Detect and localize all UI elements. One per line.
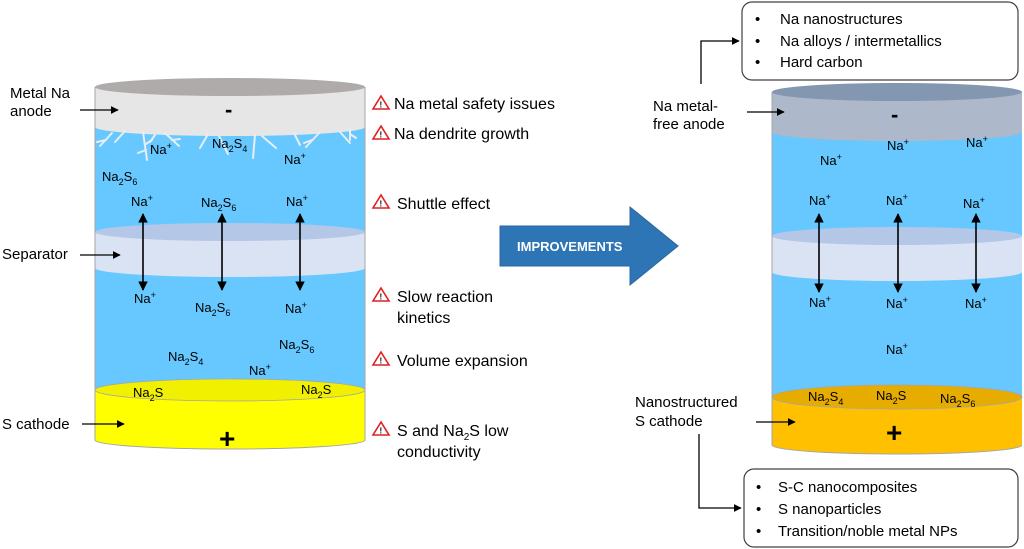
svg-text:Na nanostructures: Na nanostructures (780, 11, 903, 28)
species-na-ion: Na+ (963, 195, 985, 211)
svg-text:!: ! (380, 427, 383, 436)
svg-text:Hard carbon: Hard carbon (780, 54, 863, 71)
species-na-ion: Na+ (286, 193, 308, 209)
cathode-plus-sign: + (219, 423, 235, 454)
connector-arrow (700, 37, 740, 84)
species-na2s: Na2S (301, 382, 332, 400)
list-item: • S nanoparticles (756, 501, 881, 518)
warning-icon (371, 350, 391, 366)
right-separator (772, 227, 1022, 281)
species-na2s4: Na2S4 (808, 389, 843, 407)
species-na2s4: Na2S4 (212, 136, 247, 154)
species-na-ion: Na+ (134, 290, 156, 306)
issue-item: ! Shuttle effect (371, 193, 491, 213)
right-battery-cell: - + Na+ Na+ Na+ Na+ Na+ Na+ Na+ Na+ Na+ … (771, 83, 1023, 455)
left-s-cathode (94, 378, 366, 450)
svg-text:•: • (755, 54, 760, 71)
svg-text:•: • (755, 33, 760, 50)
list-item: • Na alloys / intermetallics (755, 33, 942, 50)
svg-text:Na metal safety issues: Na metal safety issues (394, 96, 555, 113)
species-na2s6: Na2S6 (102, 169, 137, 187)
warning-icon (371, 94, 391, 110)
svg-text:Na dendrite growth: Na dendrite growth (394, 126, 529, 143)
issues-list: ! Na metal safety issues ! Na dendrite g… (371, 94, 555, 461)
svg-text:Volume expansion: Volume expansion (397, 353, 528, 370)
species-na-ion: Na+ (886, 341, 908, 357)
svg-text:!: ! (380, 101, 383, 110)
anode-strategies-box: • Na nanostructures • Na alloys / interm… (741, 1, 1019, 81)
anode-minus-sign: - (225, 97, 232, 122)
species-na2s: Na2S (876, 388, 907, 406)
improvements-label: IMPROVEMENTS (517, 239, 623, 254)
svg-text:•: • (756, 479, 761, 496)
left-metal-na-anode (94, 78, 366, 136)
species-na-ion: Na+ (886, 295, 908, 311)
species-na-ion: Na+ (131, 193, 153, 209)
svg-text:•: • (756, 501, 761, 518)
issue-item: ! Na dendrite growth (371, 124, 529, 143)
species-na2s6: Na2S6 (940, 391, 975, 409)
cathode-strategies-box: • S-C nanocomposites • S nanoparticles •… (743, 468, 1019, 548)
warning-icon (371, 193, 391, 209)
species-na-ion: Na+ (249, 362, 271, 378)
svg-text:Shuttle effect: Shuttle effect (397, 196, 491, 213)
label-separator: Separator (2, 246, 68, 263)
label-s-cathode: S cathode (2, 416, 70, 433)
right-na-free-anode (772, 83, 1022, 141)
svg-text:•: • (756, 523, 761, 540)
svg-text:!: ! (380, 357, 383, 366)
connector-arrow (698, 434, 742, 512)
improvements-arrow: IMPROVEMENTS (499, 205, 679, 287)
species-na2s6: Na2S6 (201, 195, 236, 213)
species-na-ion: Na+ (284, 151, 306, 167)
warning-icon (371, 124, 391, 140)
svg-text:•: • (755, 11, 760, 28)
species-na-ion: Na+ (809, 192, 831, 208)
species-na-ion: Na+ (966, 134, 988, 150)
issue-item: ! Volume expansion (371, 350, 528, 370)
label-na-metal-free-anode: Na metal-free anode (653, 98, 725, 133)
list-item: • Na nanostructures (755, 11, 903, 28)
svg-text:!: ! (380, 200, 383, 209)
svg-text:S-C nanocomposites: S-C nanocomposites (778, 479, 917, 496)
svg-text:!: ! (380, 131, 383, 140)
warning-icon (371, 286, 391, 302)
species-na2s: Na2S (133, 385, 164, 403)
species-na-ion: Na+ (886, 192, 908, 208)
left-separator (95, 223, 365, 277)
species-na2s4: Na2S4 (168, 349, 203, 367)
svg-text:Na alloys / intermetallics: Na alloys / intermetallics (780, 33, 942, 50)
list-item: • Transition/noble metal NPs (756, 523, 958, 540)
svg-text:!: ! (380, 293, 383, 302)
species-na-ion: Na+ (150, 141, 172, 157)
list-item: • Hard carbon (755, 54, 863, 71)
issue-item: ! Na metal safety issues (371, 94, 555, 113)
svg-text:S nanoparticles: S nanoparticles (778, 501, 881, 518)
species-na-ion: Na+ (820, 152, 842, 168)
warning-icon (371, 420, 391, 436)
left-battery-cell: - + Na+ Na2S4 Na+ Na2S6 Na+ Na2S6 Na+ Na… (94, 78, 366, 454)
list-item: • S-C nanocomposites (756, 479, 917, 496)
species-na-ion: Na+ (809, 294, 831, 310)
anode-minus-sign: - (891, 102, 898, 127)
svg-text:Transition/noble metal NPs: Transition/noble metal NPs (778, 523, 958, 540)
species-na-ion: Na+ (285, 300, 307, 316)
species-na2s6: Na2S6 (279, 337, 314, 355)
right-na-ions: Na+ Na+ Na+ Na+ Na+ Na+ Na+ Na+ Na+ Na+ (809, 134, 988, 357)
cathode-plus-sign: + (886, 417, 902, 448)
dendrites (96, 128, 357, 161)
right-nanostructured-cathode (771, 384, 1023, 455)
species-na2s6: Na2S6 (195, 300, 230, 318)
species-na-ion: Na+ (965, 295, 987, 311)
species-na-ion: Na+ (887, 137, 909, 153)
